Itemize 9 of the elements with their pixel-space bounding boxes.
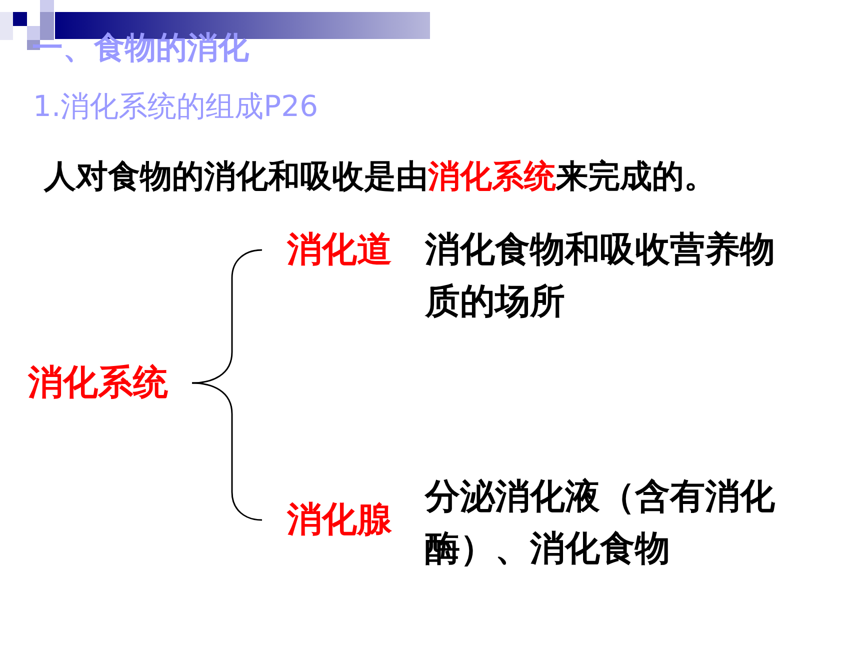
brace-line [192,382,262,521]
system-term: 消化系统 [28,363,168,403]
description-text: 消化食物和吸收营养物质的场所 [425,229,776,324]
brace-line [192,249,262,384]
sentence: 人对食物的消化和吸收是由消化系统来完成的。 [44,156,716,196]
description-text: 分泌消化液（含有消化酶）、消化食物 [425,476,776,571]
subtitle: 1.消化系统的组成P26 [33,88,318,125]
part-term: 消化腺 [287,500,392,540]
part-term: 消化道 [287,230,392,270]
